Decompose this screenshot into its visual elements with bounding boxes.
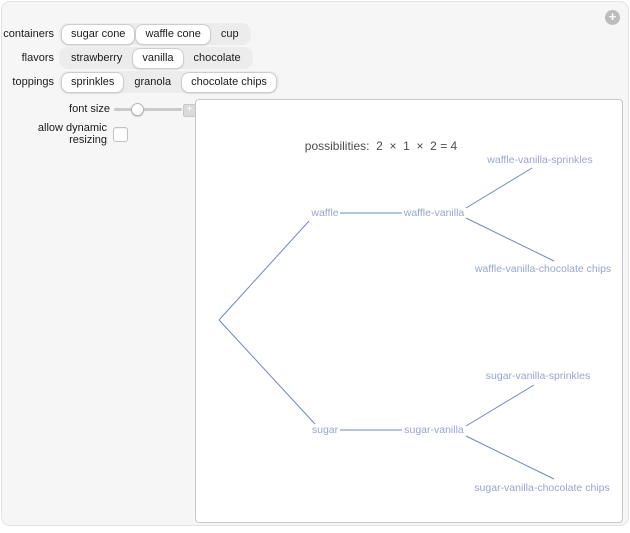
tree-node-waffle: waffle [311, 207, 339, 219]
tree-diagram-panel: possibilities: 2 × 1 × 2 = 4 waffle waff… [195, 99, 623, 523]
option-strawberry[interactable]: strawberry [61, 48, 132, 69]
tree-node-sugar: sugar [311, 424, 339, 436]
option-waffle-cone[interactable]: waffle cone [135, 23, 211, 45]
flavors-row: flavors strawberry vanilla chocolate [2, 47, 253, 69]
dynamic-resizing-row: allow dynamic resizing [2, 122, 128, 146]
slider-thumb[interactable] [131, 103, 145, 116]
font-size-row: font size [2, 101, 182, 117]
tree-node-waffle-vanilla-sprinkles: waffle-vanilla-sprinkles [487, 154, 593, 166]
dynamic-resizing-label: allow dynamic resizing [37, 122, 107, 146]
slider-track[interactable] [114, 108, 182, 111]
font-size-slider[interactable] [114, 101, 182, 117]
tree-node-waffle-vanilla-chocolate-chips: waffle-vanilla-chocolate chips [474, 263, 612, 275]
option-vanilla[interactable]: vanilla [132, 47, 184, 69]
option-cup[interactable]: cup [211, 24, 249, 45]
dynamic-resizing-checkbox[interactable] [113, 126, 128, 142]
containers-label: containers [3, 28, 54, 40]
tree-edges [218, 167, 555, 480]
toppings-label: toppings [12, 76, 54, 88]
tree-node-sugar-vanilla: sugar-vanilla [404, 424, 464, 436]
font-size-label: font size [69, 103, 110, 115]
tree-node-sugar-vanilla-chocolate-chips: sugar-vanilla-chocolate chips [474, 482, 610, 494]
option-sprinkles[interactable]: sprinkles [61, 71, 125, 93]
flavors-setter-bar: strawberry vanilla chocolate [59, 47, 253, 69]
tree-node-sugar-vanilla-sprinkles: sugar-vanilla-sprinkles [485, 370, 591, 382]
possibilities-title: possibilities: 2 × 1 × 2 = 4 [304, 139, 458, 153]
expand-icon[interactable]: + [605, 10, 620, 25]
tree-node-waffle-vanilla: waffle-vanilla [403, 207, 465, 219]
option-chocolate[interactable]: chocolate [184, 48, 251, 69]
option-chocolate-chips[interactable]: chocolate chips [181, 71, 277, 93]
toppings-setter-bar: sprinkles granola chocolate chips [59, 71, 279, 93]
toppings-row: toppings sprinkles granola chocolate chi… [2, 71, 279, 93]
flavors-label: flavors [21, 52, 54, 64]
containers-setter-bar: sugar cone waffle cone cup [59, 23, 251, 45]
option-sugar-cone[interactable]: sugar cone [61, 23, 136, 45]
containers-row: containers sugar cone waffle cone cup [2, 23, 251, 45]
option-granola[interactable]: granola [124, 72, 181, 93]
